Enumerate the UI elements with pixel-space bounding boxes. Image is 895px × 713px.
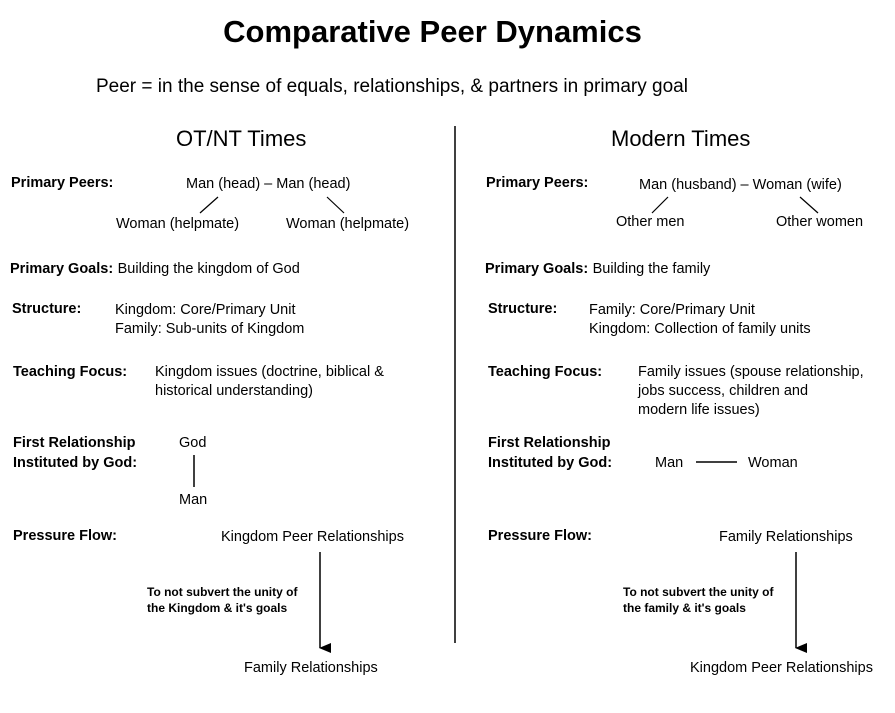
right-peers-branch-right xyxy=(799,196,819,214)
left-pressure-flow-note-2: the Kingdom & it's goals xyxy=(147,601,288,615)
right-structure-line1: Family: Core/Primary Unit xyxy=(589,302,755,318)
right-peers-branch-left xyxy=(651,196,669,214)
left-first-relationship-top: God xyxy=(179,435,207,451)
right-pressure-flow-top: Family Relationships xyxy=(719,529,853,545)
left-teaching-focus-line1: Kingdom issues (doctrine, biblical & xyxy=(155,364,384,380)
right-teaching-focus-line3: modern life issues) xyxy=(638,402,760,418)
right-column-heading: Modern Times xyxy=(611,126,751,151)
right-primary-goals-label: Primary Goals: xyxy=(485,261,589,277)
right-teaching-focus-line2: jobs success, children and xyxy=(638,383,809,399)
right-structure-line2: Kingdom: Collection of family units xyxy=(589,321,811,337)
right-pressure-flow-note-2: the family & it's goals xyxy=(623,601,746,615)
left-first-relationship-label-1: First Relationship xyxy=(13,435,136,451)
right-first-relationship-label-1: First Relationship xyxy=(488,435,611,451)
right-primary-peers-top: Man (husband) – Woman (wife) xyxy=(639,177,842,193)
left-pressure-flow-bottom: Family Relationships xyxy=(244,660,378,676)
right-teaching-focus-label: Teaching Focus: xyxy=(488,364,603,380)
right-first-relationship-label-2: Instituted by God: xyxy=(488,455,613,471)
right-pressure-flow-bottom: Kingdom Peer Relationships xyxy=(690,660,873,676)
right-primary-peers-sub-left: Other men xyxy=(616,214,685,230)
left-teaching-focus-line2: historical understanding) xyxy=(155,383,313,399)
left-pressure-flow-top: Kingdom Peer Relationships xyxy=(221,529,404,545)
left-teaching-focus-label: Teaching Focus: xyxy=(13,364,128,380)
left-first-relationship-label-2: Instituted by God: xyxy=(13,455,138,471)
page-subtitle: Peer = in the sense of equals, relations… xyxy=(96,76,688,97)
left-structure-line2: Family: Sub-units of Kingdom xyxy=(115,321,305,337)
right-structure-label: Structure: xyxy=(488,301,558,317)
left-pressure-flow-note-1: To not subvert the unity of xyxy=(147,585,298,599)
left-primary-peers-label: Primary Peers: xyxy=(11,175,114,191)
page-title: Comparative Peer Dynamics xyxy=(223,14,642,49)
right-primary-peers-label: Primary Peers: xyxy=(486,175,589,191)
right-primary-peers-sub-right: Other women xyxy=(776,214,864,230)
right-primary-goals-value: Building the family xyxy=(592,261,711,277)
left-primary-peers-sub-right: Woman (helpmate) xyxy=(286,216,410,232)
left-primary-peers-top: Man (head) – Man (head) xyxy=(186,176,351,192)
right-primary-goals: Primary Goals: Building the family xyxy=(485,259,710,279)
left-primary-goals-value: Building the kingdom of God xyxy=(117,261,300,277)
left-structure-line1: Kingdom: Core/Primary Unit xyxy=(115,302,296,318)
left-primary-peers-sub-left: Woman (helpmate) xyxy=(116,216,240,232)
right-teaching-focus-line1: Family issues (spouse relationship, xyxy=(638,364,864,380)
right-first-relationship-left: Man xyxy=(655,455,684,471)
right-pressure-flow-label: Pressure Flow: xyxy=(488,528,592,544)
left-peers-branch-right xyxy=(326,196,345,214)
left-primary-goals: Primary Goals: Building the kingdom of G… xyxy=(10,259,300,279)
right-pressure-flow-note-1: To not subvert the unity of xyxy=(623,585,774,599)
right-first-relationship-right: Woman xyxy=(748,455,798,471)
left-primary-goals-label: Primary Goals: xyxy=(10,261,114,277)
left-first-relationship-bottom: Man xyxy=(179,492,208,508)
left-pressure-flow-label: Pressure Flow: xyxy=(13,528,117,544)
left-peers-branch-left xyxy=(199,196,219,214)
left-column-heading: OT/NT Times xyxy=(176,126,307,151)
left-structure-label: Structure: xyxy=(12,301,82,317)
